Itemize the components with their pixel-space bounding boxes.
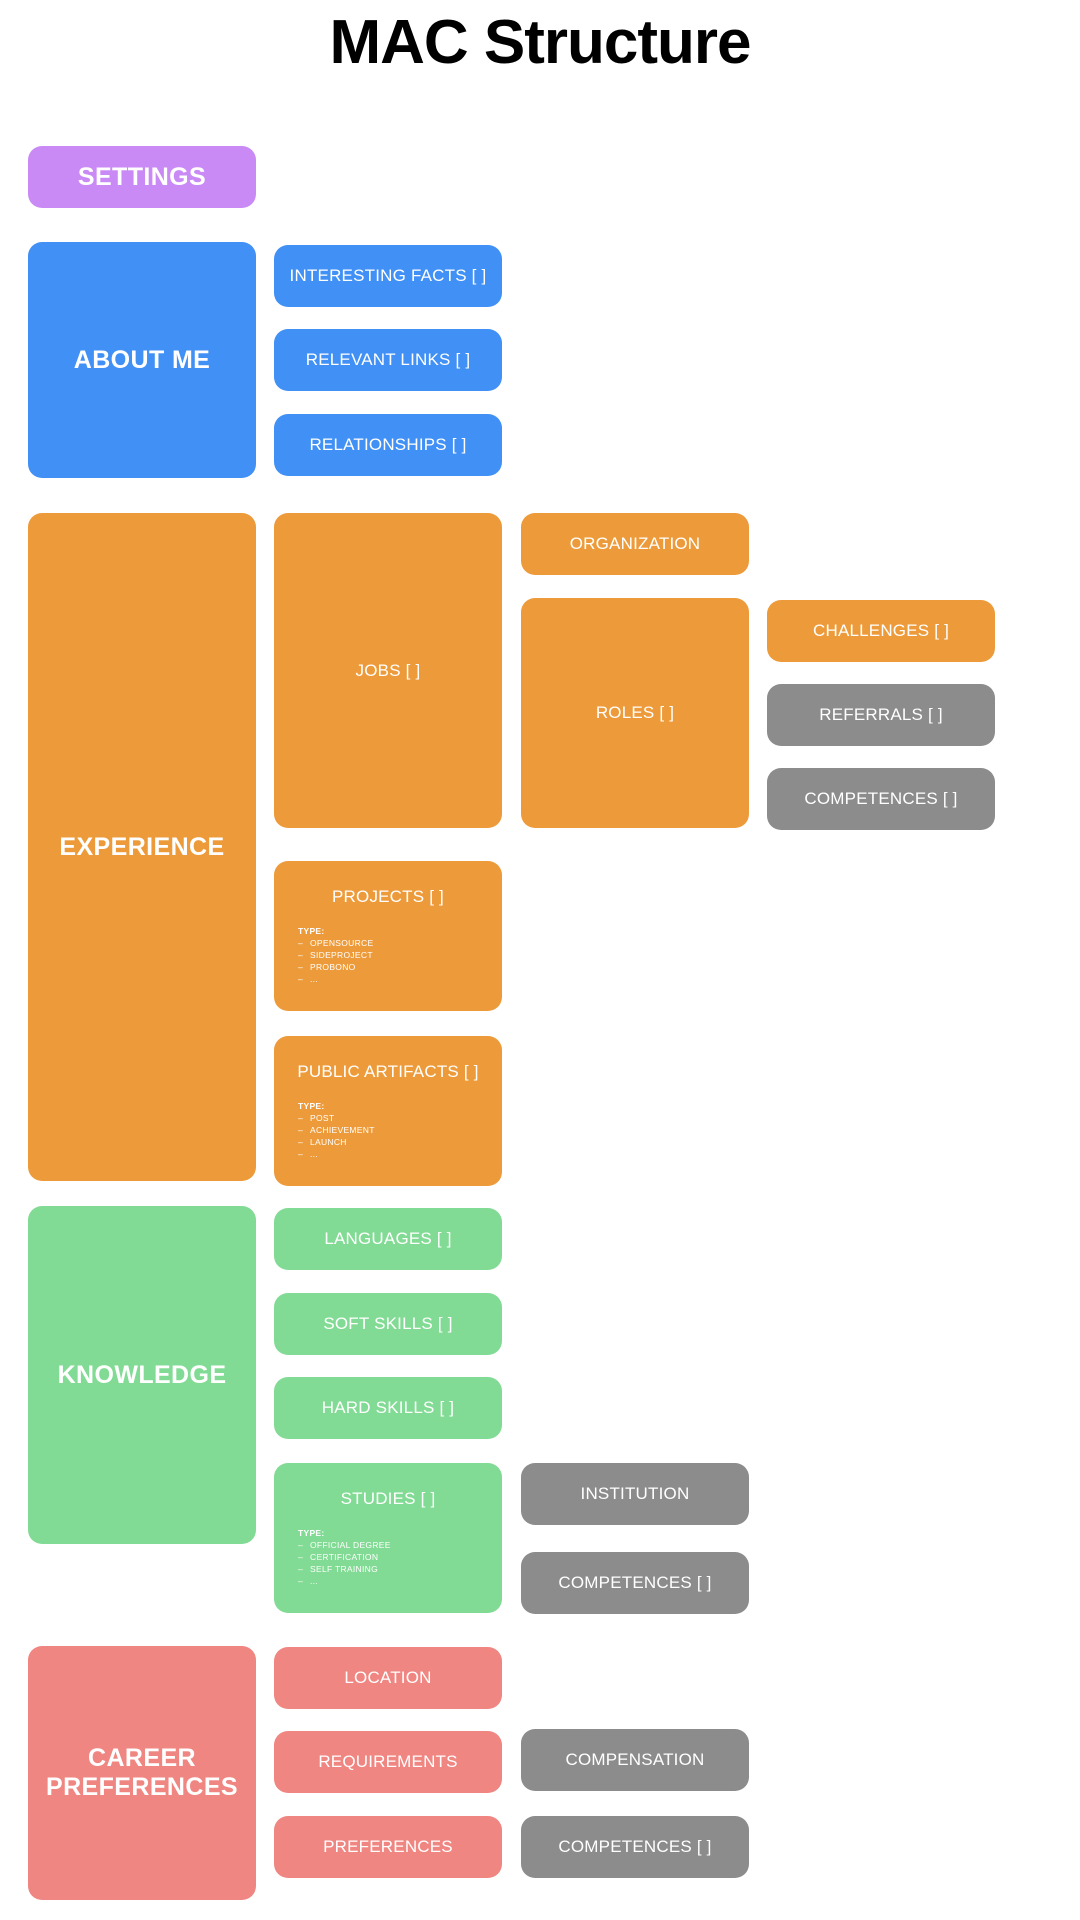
public-artifacts-type-block: TYPE: –POST –ACHIEVEMENT –LAUNCH –... <box>282 1100 494 1160</box>
projects-type-3: ... <box>310 973 318 984</box>
node-competences-knowledge-label: COMPETENCES [ ] <box>558 1573 712 1593</box>
node-about-me[interactable]: ABOUT ME <box>28 242 256 478</box>
node-career-preferences-label-line2: PREFERENCES <box>46 1773 238 1801</box>
node-location-label: LOCATION <box>344 1668 432 1688</box>
list-item: –OFFICIAL DEGREE <box>298 1539 391 1550</box>
node-competences-career-label: COMPETENCES [ ] <box>558 1837 712 1857</box>
list-item: –... <box>298 973 318 984</box>
public-artifacts-type-1: ACHIEVEMENT <box>310 1124 375 1135</box>
node-compensation-label: COMPENSATION <box>565 1750 705 1770</box>
node-studies[interactable]: STUDIES [ ] TYPE: –OFFICIAL DEGREE –CERT… <box>274 1463 502 1613</box>
node-preferences-label: PREFERENCES <box>323 1837 453 1857</box>
projects-type-2: PROBONO <box>310 961 356 972</box>
list-item: –SELF TRAINING <box>298 1563 378 1574</box>
list-item: –PROBONO <box>298 961 356 972</box>
node-organization[interactable]: ORGANIZATION <box>521 513 749 575</box>
node-requirements-label: REQUIREMENTS <box>318 1752 458 1772</box>
node-roles[interactable]: ROLES [ ] <box>521 598 749 828</box>
list-item: –CERTIFICATION <box>298 1551 379 1562</box>
node-challenges-label: CHALLENGES [ ] <box>812 621 949 641</box>
studies-type-0: OFFICIAL DEGREE <box>310 1539 391 1550</box>
node-referrals[interactable]: REFERRALS [ ] <box>767 684 995 746</box>
node-experience-label: EXPERIENCE <box>59 832 225 861</box>
list-item: –LAUNCH <box>298 1136 347 1147</box>
node-relationships-label: RELATIONSHIPS [ ] <box>309 435 467 455</box>
list-item: –... <box>298 1148 318 1159</box>
node-competences-experience-label: COMPETENCES [ ] <box>804 789 958 809</box>
node-projects[interactable]: PROJECTS [ ] TYPE: –OPENSOURCE –SIDEPROJ… <box>274 861 502 1011</box>
node-compensation[interactable]: COMPENSATION <box>521 1729 749 1791</box>
projects-type-block: TYPE: –OPENSOURCE –SIDEPROJECT –PROBONO … <box>282 925 494 985</box>
node-jobs-label: JOBS [ ] <box>355 660 421 680</box>
node-languages[interactable]: LANGUAGES [ ] <box>274 1208 502 1270</box>
list-item: –OPENSOURCE <box>298 937 374 948</box>
node-challenges[interactable]: CHALLENGES [ ] <box>767 600 995 662</box>
studies-type-2: SELF TRAINING <box>310 1563 378 1574</box>
list-item: –POST <box>298 1112 335 1123</box>
node-institution-label: INSTITUTION <box>580 1484 690 1504</box>
node-relevant-links-label: RELEVANT LINKS [ ] <box>305 350 471 370</box>
list-item: –SIDEPROJECT <box>298 949 373 960</box>
node-settings[interactable]: SETTINGS <box>28 146 256 208</box>
page-title: MAC Structure <box>329 8 751 77</box>
node-location[interactable]: LOCATION <box>274 1647 502 1709</box>
node-career-preferences-label-line1: CAREER <box>88 1744 196 1773</box>
node-public-artifacts[interactable]: PUBLIC ARTIFACTS [ ] TYPE: –POST –ACHIEV… <box>274 1036 502 1186</box>
public-artifacts-type-title: TYPE: <box>298 1100 325 1111</box>
node-studies-label: STUDIES [ ] <box>340 1489 436 1508</box>
node-jobs[interactable]: JOBS [ ] <box>274 513 502 828</box>
list-item: –ACHIEVEMENT <box>298 1124 375 1135</box>
node-settings-label: SETTINGS <box>77 162 207 191</box>
node-knowledge-label: KNOWLEDGE <box>57 1360 227 1389</box>
list-item: –... <box>298 1575 318 1586</box>
node-competences-knowledge[interactable]: COMPETENCES [ ] <box>521 1552 749 1614</box>
node-interesting-facts[interactable]: INTERESTING FACTS [ ] <box>274 245 502 307</box>
node-requirements[interactable]: REQUIREMENTS <box>274 1731 502 1793</box>
node-institution[interactable]: INSTITUTION <box>521 1463 749 1525</box>
projects-type-1: SIDEPROJECT <box>310 949 373 960</box>
node-knowledge[interactable]: KNOWLEDGE <box>28 1206 256 1544</box>
node-languages-label: LANGUAGES [ ] <box>324 1229 452 1249</box>
node-career-preferences[interactable]: CAREER PREFERENCES <box>28 1646 256 1900</box>
node-soft-skills[interactable]: SOFT SKILLS [ ] <box>274 1293 502 1355</box>
node-interesting-facts-label: INTERESTING FACTS [ ] <box>289 266 487 286</box>
node-projects-label: PROJECTS [ ] <box>332 887 444 906</box>
node-relevant-links[interactable]: RELEVANT LINKS [ ] <box>274 329 502 391</box>
studies-type-3: ... <box>310 1575 318 1586</box>
node-preferences[interactable]: PREFERENCES <box>274 1816 502 1878</box>
public-artifacts-type-0: POST <box>310 1112 335 1123</box>
public-artifacts-type-list: –POST –ACHIEVEMENT –LAUNCH –... <box>298 1112 494 1160</box>
node-experience[interactable]: EXPERIENCE <box>28 513 256 1181</box>
projects-type-title: TYPE: <box>298 925 325 936</box>
studies-type-1: CERTIFICATION <box>310 1551 379 1562</box>
node-relationships[interactable]: RELATIONSHIPS [ ] <box>274 414 502 476</box>
studies-type-block: TYPE: –OFFICIAL DEGREE –CERTIFICATION –S… <box>282 1527 494 1587</box>
node-competences-experience[interactable]: COMPETENCES [ ] <box>767 768 995 830</box>
node-competences-career[interactable]: COMPETENCES [ ] <box>521 1816 749 1878</box>
node-about-me-label: ABOUT ME <box>73 345 211 374</box>
studies-type-list: –OFFICIAL DEGREE –CERTIFICATION –SELF TR… <box>298 1539 494 1587</box>
projects-type-list: –OPENSOURCE –SIDEPROJECT –PROBONO –... <box>298 937 494 985</box>
node-roles-label: ROLES [ ] <box>595 703 675 723</box>
node-organization-label: ORGANIZATION <box>569 534 701 554</box>
node-referrals-label: REFERRALS [ ] <box>819 705 943 725</box>
node-hard-skills-label: HARD SKILLS [ ] <box>321 1398 455 1418</box>
public-artifacts-type-2: LAUNCH <box>310 1136 347 1147</box>
projects-type-0: OPENSOURCE <box>310 937 374 948</box>
public-artifacts-type-3: ... <box>310 1148 318 1159</box>
node-hard-skills[interactable]: HARD SKILLS [ ] <box>274 1377 502 1439</box>
node-soft-skills-label: SOFT SKILLS [ ] <box>323 1314 453 1334</box>
studies-type-title: TYPE: <box>298 1527 325 1538</box>
node-public-artifacts-label: PUBLIC ARTIFACTS [ ] <box>297 1062 479 1081</box>
